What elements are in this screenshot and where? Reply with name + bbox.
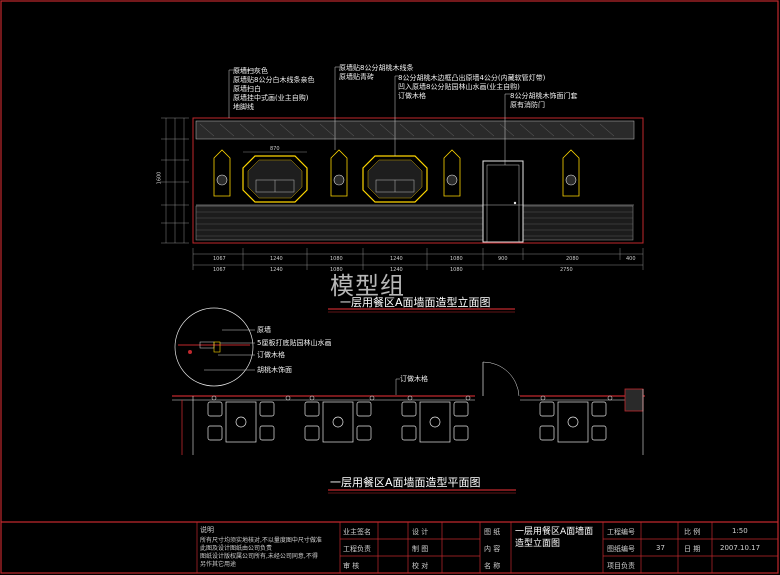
drawing-label-2: 内 容 [484,545,501,553]
plan-callout-2: 5厘板打底贴园林山水画 [257,339,332,347]
drawing-name: 一层用餐区A面墙面造型立面图 [515,527,594,549]
dim-row1-1: 1067 [213,256,226,262]
dim-row2-2: 1240 [270,267,283,273]
elevation-view [161,66,644,313]
callout-right-3: 订做木格 [398,92,426,100]
callout-left-5: 地脚线 [233,103,254,111]
lantern-4 [562,149,580,197]
dim-row1-2: 1240 [270,256,283,262]
design-label: 设 计 [412,528,429,536]
dim-row2-4: 1240 [390,267,403,273]
project-lead-label: 项目负责 [607,562,635,570]
ceiling-band [195,120,635,140]
callout-left-4: 原墙挂中式画(业主自购) [233,94,309,102]
left-dim-chain [161,117,189,244]
callout-mid-1: 原墙贴8公分胡桃木线条 [339,64,414,72]
owner-sign-label: 业主签名 [343,528,371,536]
elevation-title: 一层用餐区A面墙面造型立面图 [340,296,491,309]
brick-band-right [522,205,634,241]
drawing-label-3: 名 称 [484,562,501,570]
sheet-no-label: 图纸编号 [607,545,635,553]
plan-callout-3: 订做木格 [257,351,285,359]
ceiling-hatch [199,123,615,137]
plan-callout-4: 胡桃木饰面 [257,366,292,374]
callout-mid-2: 原墙贴青砖 [339,73,374,81]
check-label: 校 对 [412,562,429,570]
note-line-2: 此图及设计图纸由公司负责 [200,545,273,552]
dining-set-2 [304,401,372,443]
drawing-label-1: 图 纸 [484,528,501,536]
notes-label: 说明 [200,526,214,534]
dim-row1-6: 900 [498,256,508,262]
callout-left-3: 原墙扫白 [233,85,261,93]
dim-row2-3: 1080 [330,267,343,273]
dim-row2-1: 1067 [213,267,226,273]
detail-circle [174,307,254,387]
sheet-no: 37 [656,544,665,552]
plan-title: 一层用餐区A面墙面造型平面图 [330,476,481,489]
plan-view [172,307,645,494]
lantern-3 [443,149,461,197]
octagonal-window-2 [362,155,428,203]
drafting-label: 制 图 [412,545,429,553]
note-line-4: 另作其它用途 [200,561,237,568]
scale-value: 1:50 [732,527,748,535]
callout-right-2: 凹入原墙8公分贴园林山水画(业主自购) [398,83,520,91]
height-dimension: 1600 [156,171,163,185]
door-leaf [486,164,520,243]
lantern-2 [330,149,348,197]
callout-far-1: 8公分胡桃木饰面门套 [510,92,578,100]
dim-row1-4: 1240 [390,256,403,262]
watermark: 模型组 [330,272,405,300]
column-hatch [624,388,644,412]
dim-row2-6: 2750 [560,267,573,273]
window-dimension: 870 [270,146,280,152]
dim-row1-7: 2080 [566,256,579,262]
date-value: 2007.10.17 [720,544,761,552]
dim-row2-5: 1080 [450,267,463,273]
bottom-dim-chain [192,248,644,270]
dining-set-3 [401,401,469,443]
engineer-label: 工程负责 [343,545,371,553]
date-label: 日 期 [684,545,701,553]
plan-callout-top: 订做木格 [400,375,428,383]
note-line-3: 图纸设计版权属公司所有,未经公司同意,不得 [200,553,318,560]
callout-right-1: 8公分胡桃木边框凸出原墙4公分(内藏软管灯带) [398,74,546,82]
review-label: 审 核 [343,562,360,570]
elevation-leaders [228,66,510,165]
door-frame [482,160,524,243]
scale-label: 比 例 [684,528,701,536]
plan-callout-1: 原墙 [257,326,271,334]
brick-band-left [195,205,484,241]
dining-set-1 [207,401,275,443]
lantern-1 [213,149,231,197]
callout-left-1: 原墙扫灰色 [233,67,268,75]
dim-row1-8: 400 [626,256,636,262]
note-line-1: 所有尺寸均须实地核对,不以量度图中尺寸做准 [200,537,322,544]
brick-lines [196,211,633,237]
octagonal-window-1 [242,155,308,203]
door-swing-arc [482,361,520,397]
callout-left-2: 原墙贴8公分白木线条亲色 [233,76,315,84]
callout-far-2: 原有消防门 [510,101,545,109]
title-block-grid [196,522,778,573]
dining-set-4 [539,401,607,443]
project-no-label: 工程编号 [607,528,635,536]
elevation-boundary [192,117,644,244]
dim-row1-5: 1080 [450,256,463,262]
dim-row1-3: 1080 [330,256,343,262]
